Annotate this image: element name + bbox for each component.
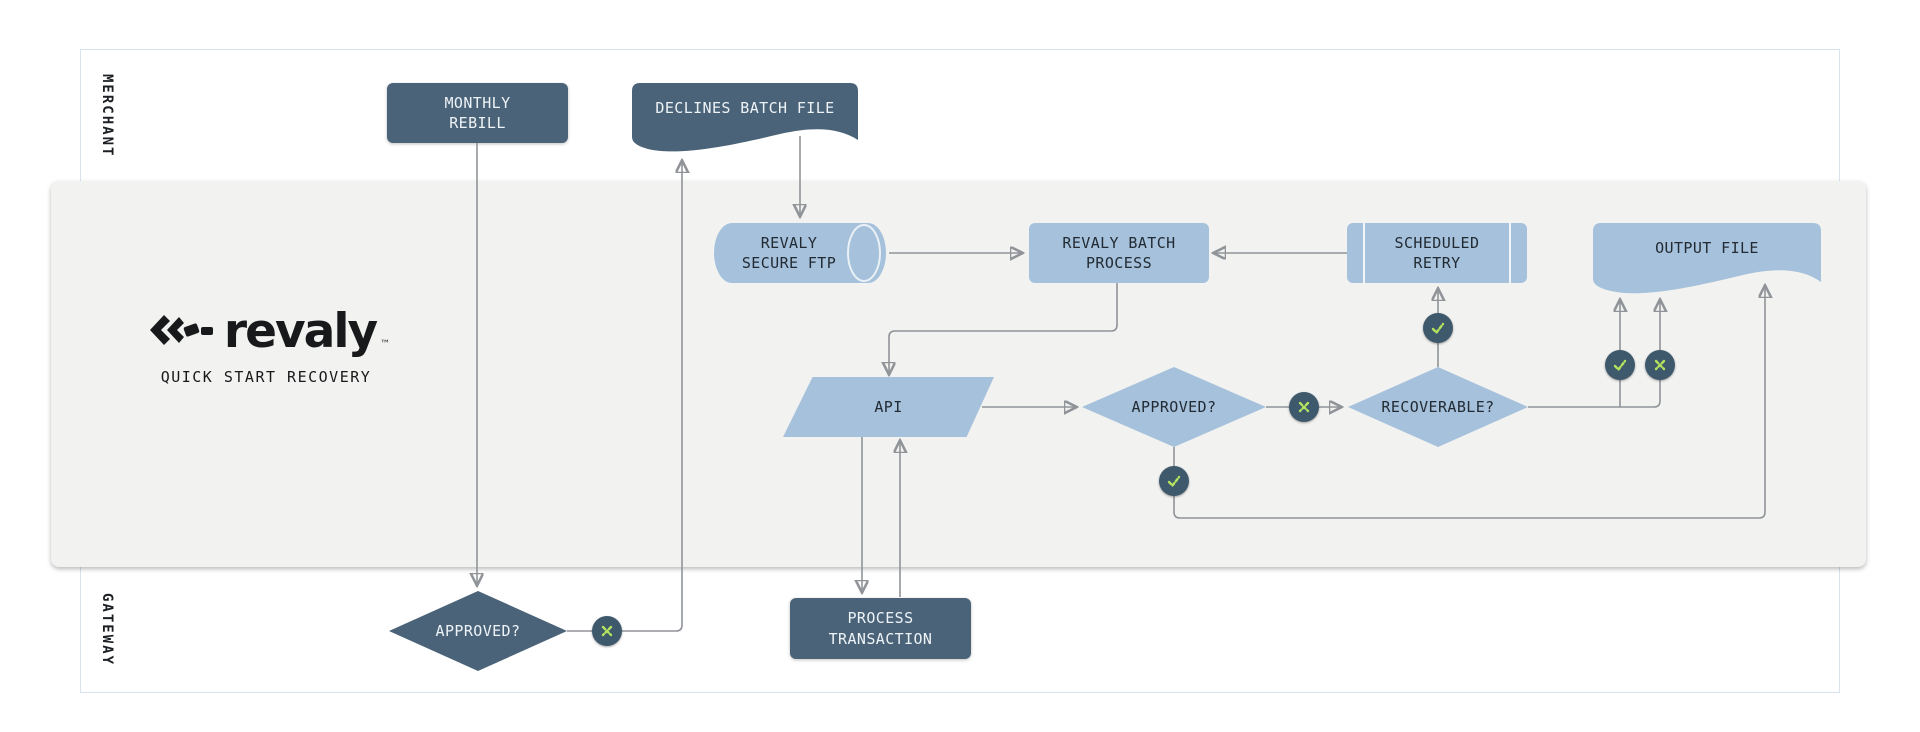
check-icon xyxy=(1613,359,1627,372)
predefined-process-bar xyxy=(1509,223,1511,283)
node-api: API xyxy=(783,377,994,437)
node-label: DECLINES BATCH FILE xyxy=(655,98,835,117)
node-label: TRANSACTION xyxy=(828,629,933,648)
brand-tagline: QUICK START RECOVERY xyxy=(160,368,372,386)
badge-gateway-declined xyxy=(592,616,622,646)
x-icon xyxy=(1298,401,1310,413)
node-scheduled-retry: SCHEDULED RETRY xyxy=(1347,223,1527,283)
badge-recoverable-yes xyxy=(1423,313,1453,343)
check-icon xyxy=(1167,475,1181,488)
x-icon xyxy=(601,625,613,637)
predefined-process-bar xyxy=(1363,223,1365,283)
check-icon xyxy=(1431,322,1445,335)
node-label: PROCESS xyxy=(847,609,914,628)
lane-label-merchant: MERCHANT xyxy=(99,74,115,158)
node-label: REVALY xyxy=(760,233,818,252)
badge-approved-yes xyxy=(1159,466,1189,496)
node-label: REBILL xyxy=(449,114,506,132)
x-icon xyxy=(1654,359,1666,371)
revaly-logo-icon xyxy=(142,310,214,354)
node-label: APPROVED? xyxy=(435,621,521,640)
brand-logo-text: revaly xyxy=(223,304,378,359)
node-label: SECURE FTP xyxy=(741,254,837,272)
node-process-transaction: PROCESS TRANSACTION xyxy=(790,598,971,659)
badge-output-success xyxy=(1605,350,1635,380)
brand-trademark: ™ xyxy=(380,339,391,350)
node-label: REVALY BATCH xyxy=(1062,233,1176,252)
node-label: PROCESS xyxy=(1085,254,1152,272)
badge-approved-no xyxy=(1289,392,1319,422)
node-label: SCHEDULED xyxy=(1394,233,1480,252)
node-label: OUTPUT FILE xyxy=(1655,238,1759,257)
brand-block: revaly ™ QUICK START RECOVERY xyxy=(128,308,404,386)
node-label: RECOVERABLE? xyxy=(1381,397,1495,416)
node-revaly-secure-ftp: REVALY SECURE FTP xyxy=(714,223,886,283)
node-label: RETRY xyxy=(1413,254,1461,272)
node-label: APPROVED? xyxy=(1131,397,1217,416)
node-declines-batch-file: DECLINES BATCH FILE xyxy=(632,83,858,155)
node-revaly-batch-process: REVALY BATCH PROCESS xyxy=(1029,223,1209,283)
node-label: API xyxy=(874,397,903,416)
node-output-file: OUTPUT FILE xyxy=(1593,223,1821,297)
node-monthly-rebill: MONTHLY REBILL xyxy=(387,83,568,143)
lane-label-gateway: GATEWAY xyxy=(99,593,115,667)
node-label: MONTHLY xyxy=(444,93,511,112)
badge-output-failure xyxy=(1645,350,1675,380)
